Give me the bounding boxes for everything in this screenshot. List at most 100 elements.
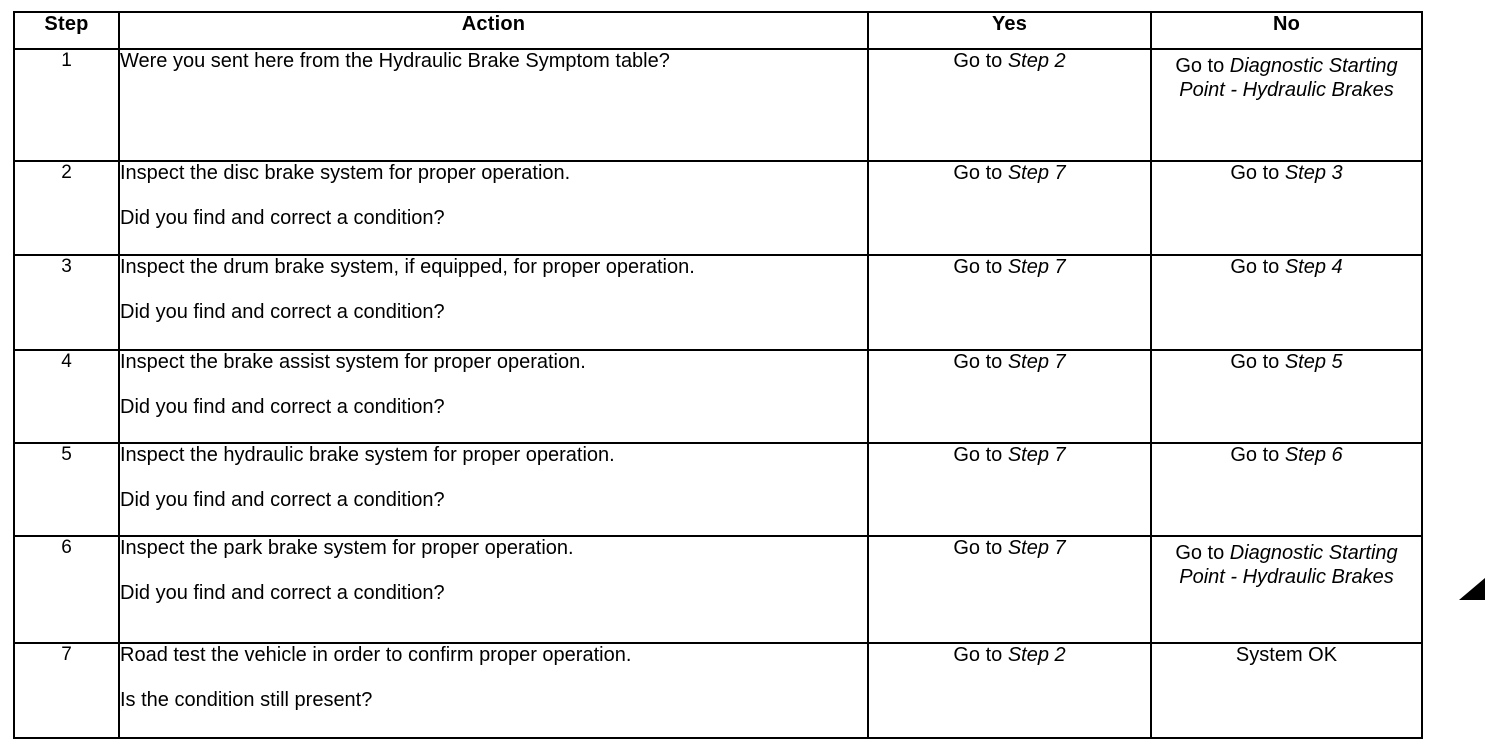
action-line-question: Did you find and correct a condition? bbox=[120, 489, 445, 511]
yes-answer-prefix: Go to bbox=[953, 50, 1008, 72]
action-cell: Inspect the park brake system for proper… bbox=[118, 535, 869, 644]
no-answer-prefix: Go to bbox=[1230, 256, 1285, 278]
answer-text-block: Go to Step 7 bbox=[869, 256, 1150, 286]
yes-answer-prefix: Go to bbox=[953, 644, 1008, 666]
action-line-question: Did you find and correct a condition? bbox=[120, 301, 445, 323]
answer-line: Go to Step 2 bbox=[953, 644, 1065, 668]
step-number-cell: 4 bbox=[13, 349, 120, 444]
no-answer-cell: Go to Step 6 bbox=[1150, 442, 1423, 537]
yes-answer-cell: Go to Step 7 bbox=[867, 254, 1152, 351]
column-header-yes: Yes bbox=[867, 11, 1152, 50]
no-answer-cell: Go to Step 3 bbox=[1150, 160, 1423, 256]
answer-line: Go to Step 7 bbox=[953, 351, 1065, 375]
no-answer-reference[interactable]: Step 5 bbox=[1284, 351, 1343, 373]
answer-line: Go to Step 7 bbox=[953, 256, 1065, 280]
answer-text-block: Go to Step 3 bbox=[1152, 162, 1421, 192]
yes-answer-cell: Go to Step 2 bbox=[867, 642, 1152, 739]
answer-text-block: Go to Diagnostic Starting Point - Hydrau… bbox=[1152, 50, 1421, 102]
action-line-question: Did you find and correct a condition? bbox=[120, 582, 445, 604]
step-number-cell: 7 bbox=[13, 642, 120, 739]
yes-answer-prefix: Go to bbox=[953, 351, 1008, 373]
yes-answer-reference[interactable]: Step 7 bbox=[1007, 537, 1066, 559]
answer-line: Go to Step 6 bbox=[1230, 444, 1342, 468]
no-answer-reference[interactable]: Diagnostic Starting Point - Hydraulic Br… bbox=[1179, 55, 1398, 101]
no-answer-reference[interactable]: Step 4 bbox=[1284, 256, 1343, 278]
answer-line: System OK bbox=[1236, 644, 1337, 668]
no-answer-prefix: System OK bbox=[1235, 644, 1338, 666]
yes-answer-prefix: Go to bbox=[953, 162, 1008, 184]
answer-text-block: Go to Step 2 bbox=[869, 50, 1150, 80]
answer-text-block: Go to Step 5 bbox=[1152, 351, 1421, 381]
answer-line: Go to Step 7 bbox=[953, 444, 1065, 468]
step-number-cell: 6 bbox=[13, 535, 120, 644]
answer-text-block: Go to Step 4 bbox=[1152, 256, 1421, 286]
no-answer-reference[interactable]: Step 6 bbox=[1284, 444, 1343, 466]
table-header: Step Action Yes No bbox=[13, 11, 1423, 50]
answer-text-block: Go to Step 6 bbox=[1152, 444, 1421, 474]
no-answer-cell: System OK bbox=[1150, 642, 1423, 739]
no-answer-reference[interactable]: Diagnostic Starting Point - Hydraulic Br… bbox=[1179, 542, 1398, 588]
yes-answer-cell: Go to Step 7 bbox=[867, 535, 1152, 644]
step-number-cell: 3 bbox=[13, 254, 120, 351]
table-header-row: Step Action Yes No bbox=[13, 11, 1423, 50]
answer-text-block: Go to Step 2 bbox=[869, 644, 1150, 674]
scan-artifact-triangle bbox=[1459, 578, 1485, 600]
action-line-primary: Inspect the hydraulic brake system for p… bbox=[120, 444, 615, 466]
answer-line: Go to Diagnostic Starting Point - Hydrau… bbox=[1152, 55, 1421, 102]
step-number-cell: 1 bbox=[13, 48, 120, 162]
answer-text-block: Go to Step 7 bbox=[869, 351, 1150, 381]
column-header-step: Step bbox=[13, 11, 120, 50]
no-answer-cell: Go to Diagnostic Starting Point - Hydrau… bbox=[1150, 535, 1423, 644]
yes-answer-prefix: Go to bbox=[953, 444, 1008, 466]
action-line-primary: Were you sent here from the Hydraulic Br… bbox=[120, 50, 670, 72]
no-answer-reference[interactable]: Step 3 bbox=[1284, 162, 1343, 184]
yes-answer-reference[interactable]: Step 7 bbox=[1007, 351, 1066, 373]
action-line-primary: Inspect the park brake system for proper… bbox=[120, 537, 574, 559]
action-line-question: Did you find and correct a condition? bbox=[120, 207, 445, 229]
action-line-primary: Inspect the brake assist system for prop… bbox=[120, 351, 586, 373]
yes-answer-reference[interactable]: Step 7 bbox=[1007, 162, 1066, 184]
answer-line: Go to Step 4 bbox=[1230, 256, 1342, 280]
no-answer-prefix: Go to bbox=[1230, 444, 1285, 466]
action-cell: Were you sent here from the Hydraulic Br… bbox=[118, 48, 869, 162]
answer-text-block: Go to Step 7 bbox=[869, 162, 1150, 192]
action-cell: Road test the vehicle in order to confir… bbox=[118, 642, 869, 739]
yes-answer-reference[interactable]: Step 7 bbox=[1007, 256, 1066, 278]
action-line-question: Did you find and correct a condition? bbox=[120, 396, 445, 418]
no-answer-prefix: Go to bbox=[1175, 55, 1230, 77]
yes-answer-reference[interactable]: Step 2 bbox=[1007, 50, 1066, 72]
yes-answer-cell: Go to Step 2 bbox=[867, 48, 1152, 162]
answer-line: Go to Step 7 bbox=[953, 162, 1065, 186]
action-cell: Inspect the hydraulic brake system for p… bbox=[118, 442, 869, 537]
answer-text-block: System OK bbox=[1152, 644, 1421, 674]
yes-answer-cell: Go to Step 7 bbox=[867, 442, 1152, 537]
answer-line: Go to Diagnostic Starting Point - Hydrau… bbox=[1152, 542, 1421, 589]
action-line-primary: Inspect the disc brake system for proper… bbox=[120, 162, 571, 184]
action-line-primary: Inspect the drum brake system, if equipp… bbox=[120, 256, 695, 278]
answer-text-block: Go to Step 7 bbox=[869, 537, 1150, 567]
yes-answer-cell: Go to Step 7 bbox=[867, 160, 1152, 256]
yes-answer-prefix: Go to bbox=[953, 537, 1008, 559]
answer-text-block: Go to Diagnostic Starting Point - Hydrau… bbox=[1152, 537, 1421, 589]
answer-line: Go to Step 3 bbox=[1230, 162, 1342, 186]
yes-answer-prefix: Go to bbox=[953, 256, 1008, 278]
no-answer-cell: Go to Diagnostic Starting Point - Hydrau… bbox=[1150, 48, 1423, 162]
no-answer-prefix: Go to bbox=[1230, 351, 1285, 373]
action-cell: Inspect the disc brake system for proper… bbox=[118, 160, 869, 256]
yes-answer-reference[interactable]: Step 7 bbox=[1007, 444, 1066, 466]
answer-line: Go to Step 7 bbox=[953, 537, 1065, 561]
column-header-no: No bbox=[1150, 11, 1423, 50]
column-header-action: Action bbox=[118, 11, 869, 50]
answer-text-block: Go to Step 7 bbox=[869, 444, 1150, 474]
action-line-primary: Road test the vehicle in order to confir… bbox=[120, 644, 632, 666]
answer-line: Go to Step 5 bbox=[1230, 351, 1342, 375]
yes-answer-reference[interactable]: Step 2 bbox=[1007, 644, 1066, 666]
